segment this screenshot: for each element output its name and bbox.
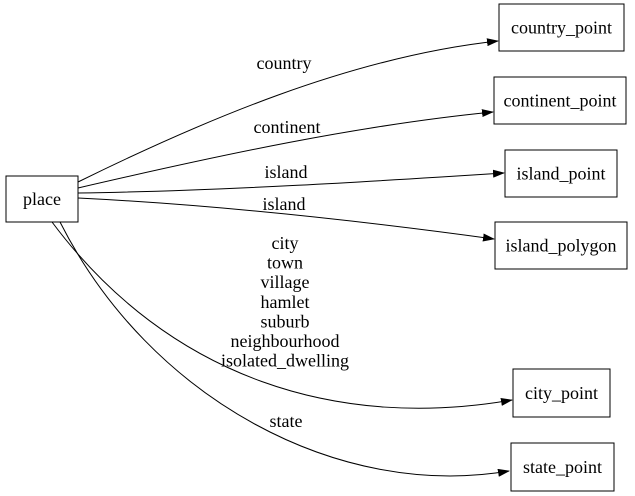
node-state-point-box: [510, 442, 615, 492]
node-continent-point-box: [493, 76, 627, 125]
edge-place-continent_point: [77, 109, 494, 189]
edge-label-state: state: [270, 411, 303, 431]
node-state-point: state_point: [510, 442, 615, 492]
edge-label-town-line: town: [267, 253, 303, 273]
node-island-point: island_point: [504, 149, 618, 198]
node-continent-point-label: continent_point: [504, 91, 617, 111]
node-island-polygon-box: [494, 221, 628, 270]
node-country-point: country_point: [498, 3, 625, 52]
edge-place-city_point: [51, 221, 513, 409]
edge-label-neighbourhood-line: neighbourhood: [231, 331, 340, 351]
node-city-point-label: city_point: [525, 383, 598, 403]
edge-label-island-point: island: [265, 162, 308, 182]
node-island-point-box: [504, 149, 618, 198]
edge-label-village-line: village: [261, 272, 310, 292]
node-state-point-label: state_point: [523, 457, 602, 477]
edges-layer: [51, 38, 513, 477]
node-continent-point: continent_point: [493, 76, 627, 125]
node-place-label: place: [23, 189, 61, 209]
edge-label-isolated-dwelling-line: isolated_dwelling: [221, 351, 349, 371]
edge-label-city-line: city: [272, 233, 299, 253]
edge-label-suburb-line: suburb: [261, 311, 310, 331]
edge-label-country: country: [257, 53, 312, 73]
edge-place-island_point: [77, 169, 505, 194]
edge-place-state_point: [59, 221, 510, 477]
node-island-point-label: island_point: [517, 164, 606, 184]
edge-place-country_point: [77, 38, 499, 183]
node-city-point: city_point: [512, 368, 611, 418]
node-island-polygon: island_polygon: [494, 221, 628, 270]
edge-labels-layer: country continent island island city tow…: [221, 53, 349, 431]
node-country-point-label: country_point: [511, 18, 612, 38]
nodes-layer: place country_point continent_point isla…: [5, 3, 628, 492]
edge-label-island-polygon: island: [263, 194, 306, 214]
edge-label-city-multiline: city town village hamlet suburb neighbou…: [221, 233, 349, 371]
node-place: place: [5, 175, 79, 223]
node-island-polygon-label: island_polygon: [506, 236, 617, 256]
edge-label-hamlet-line: hamlet: [261, 292, 310, 312]
node-place-box: [5, 175, 79, 223]
edge-label-continent: continent: [254, 117, 321, 137]
node-city-point-box: [512, 368, 611, 418]
edge-place-island_polygon: [77, 197, 495, 242]
node-country-point-box: [498, 3, 625, 52]
